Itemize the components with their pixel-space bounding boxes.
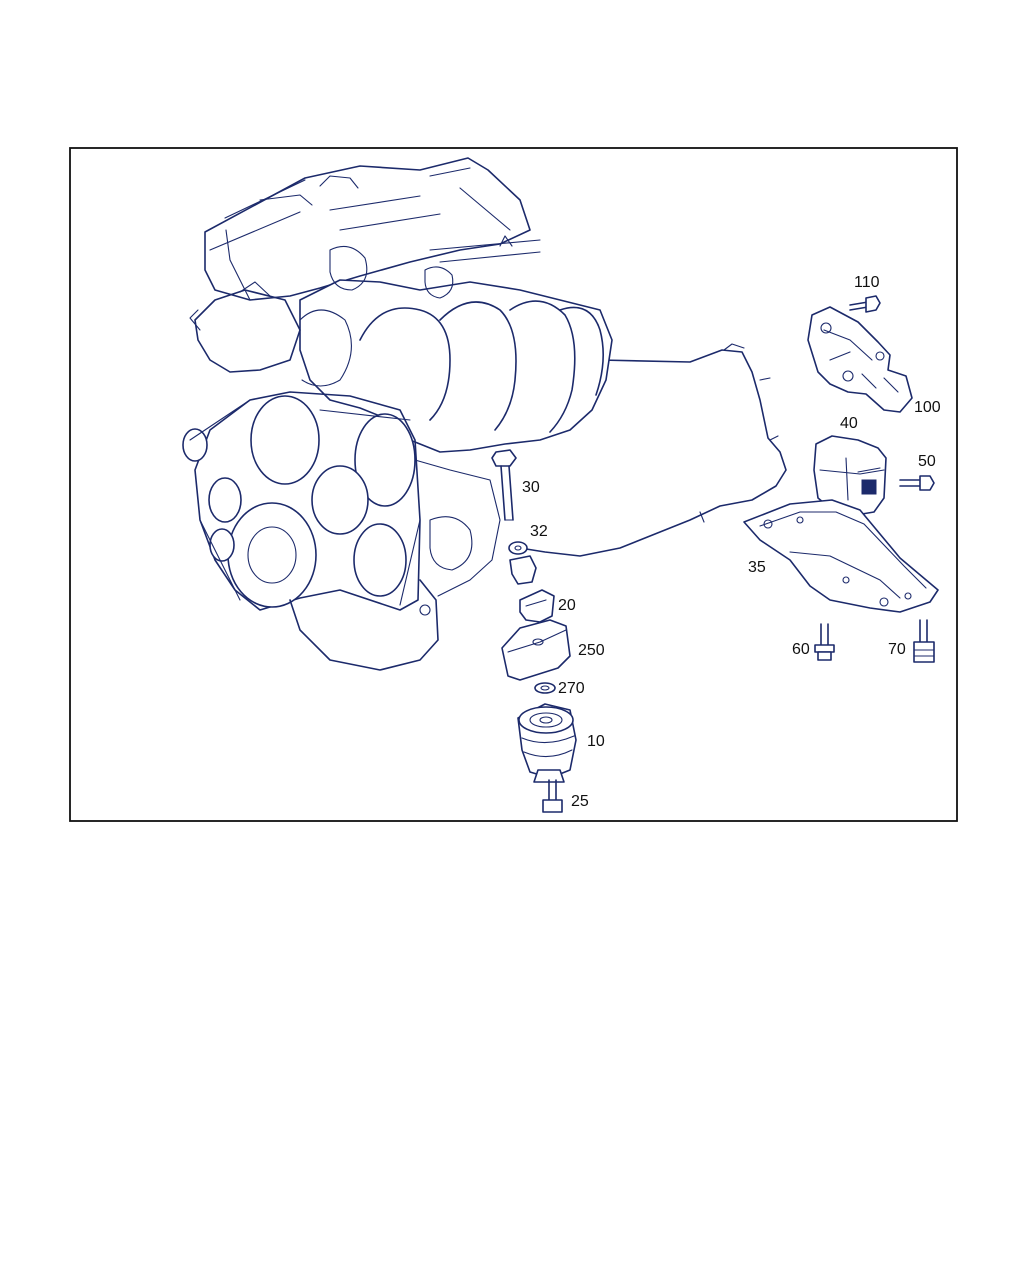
label-20: 20 (558, 597, 576, 614)
part-20-bracket (519, 589, 555, 623)
label-10: 10 (587, 733, 605, 750)
part-110-bolt (849, 295, 881, 313)
part-60-bolt (814, 623, 835, 661)
label-50: 50 (918, 453, 936, 470)
label-110: 110 (854, 274, 880, 291)
label-60: 60 (792, 641, 810, 658)
part-30-bolt (491, 449, 517, 521)
part-100-bracket (807, 306, 913, 413)
label-35: 35 (748, 559, 766, 576)
label-270: 270 (558, 680, 585, 697)
label-32: 32 (530, 523, 548, 540)
part-250-pad (501, 619, 571, 681)
part-35-crossmember (743, 499, 939, 613)
part-270-washer (534, 682, 556, 694)
part-70-bolt (913, 619, 935, 663)
label-40: 40 (840, 415, 858, 432)
diagram-frame (69, 147, 958, 822)
label-100: 100 (914, 399, 941, 416)
label-70: 70 (888, 641, 906, 658)
part-10-engine-mount (517, 703, 577, 783)
label-25: 25 (571, 793, 589, 810)
label-30: 30 (522, 479, 540, 496)
engine-assembly (182, 157, 787, 671)
part-50-bolt (899, 475, 935, 491)
part-32-washer (508, 541, 537, 585)
label-250: 250 (578, 642, 605, 659)
part-40-transmission-mount (813, 435, 887, 517)
part-25-bolt (542, 779, 563, 813)
